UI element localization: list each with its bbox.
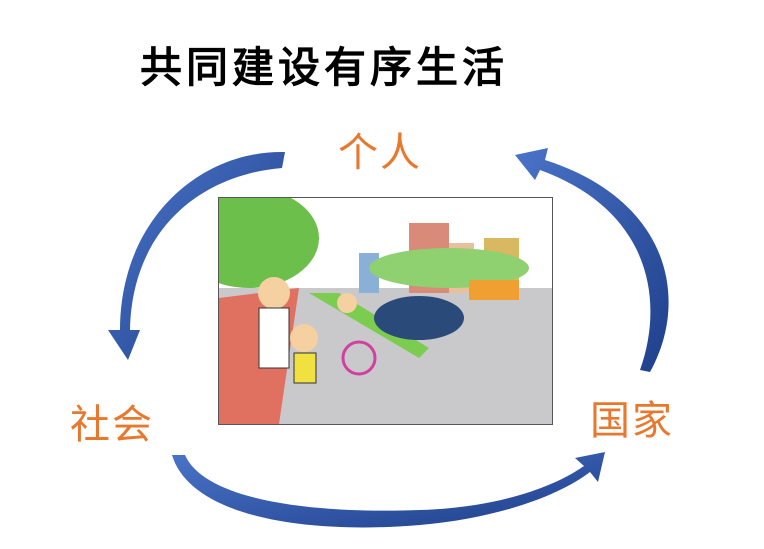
arrow-individual-to-society xyxy=(108,151,285,360)
child xyxy=(290,324,318,352)
median xyxy=(309,293,429,358)
bicycle xyxy=(341,340,377,376)
arrow-society-to-nation xyxy=(172,452,605,528)
car xyxy=(374,296,464,340)
street-illustration xyxy=(218,197,553,425)
tree xyxy=(219,198,319,288)
bus xyxy=(469,280,519,300)
node-society: 社会 xyxy=(70,402,154,448)
node-individual: 个人 xyxy=(338,130,422,176)
father xyxy=(258,277,290,309)
node-nation: 国家 xyxy=(590,398,674,444)
cyclist xyxy=(337,293,357,313)
diagram-title: 共同建设有序生活 xyxy=(140,43,509,92)
arrow-nation-to-individual xyxy=(515,148,669,372)
